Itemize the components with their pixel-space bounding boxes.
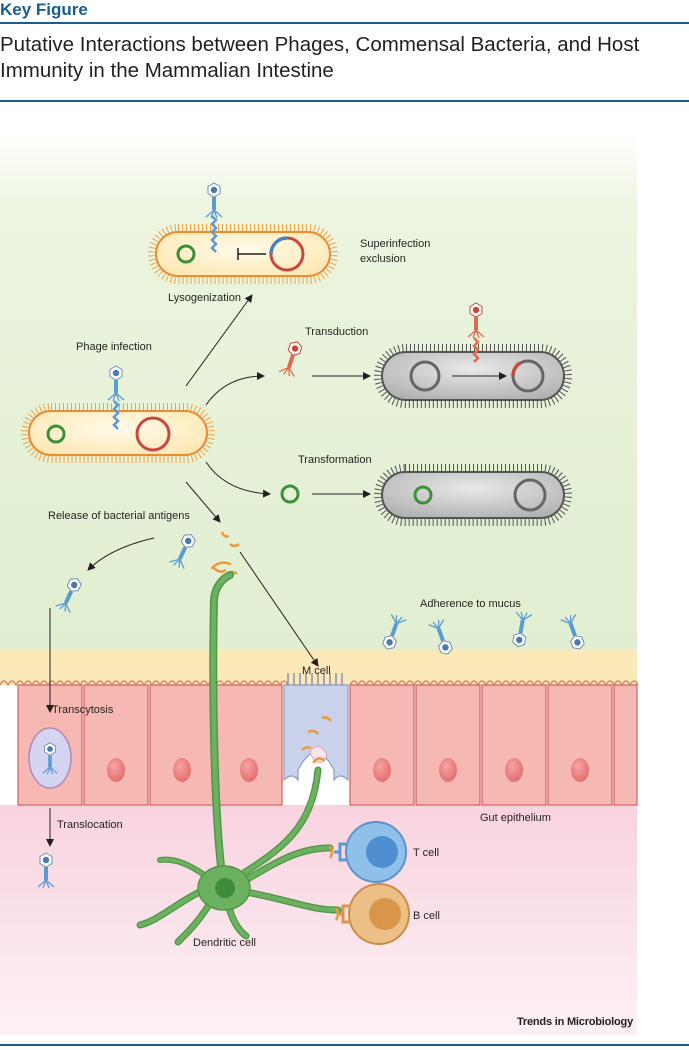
label-superinfection: Superinfection <box>360 238 430 250</box>
intestinal-lumen <box>0 130 637 675</box>
process-arrows <box>46 294 371 847</box>
header-rule-bottom <box>0 100 689 102</box>
free-dna-plasmid <box>280 484 300 504</box>
transcytosis-vesicle <box>28 727 72 789</box>
lamina-propria <box>0 805 637 1035</box>
header-rule-top <box>0 22 689 24</box>
m-cell <box>283 673 349 782</box>
label-translocation: Translocation <box>57 819 123 831</box>
transformed-bacterium <box>374 464 572 526</box>
label-m-cell: M cell <box>302 665 331 677</box>
label-release-antigens: Release of bacterial antigens <box>48 510 190 522</box>
label-transformation: Transformation <box>298 454 372 466</box>
figure-title: Putative Interactions between Phages, Co… <box>0 33 640 82</box>
b-cell <box>334 883 410 945</box>
label-exclusion: exclusion <box>360 253 406 265</box>
transduced-bacterium <box>374 302 572 408</box>
label-gut-epithelium: Gut epithelium <box>480 812 551 824</box>
label-adherence-mucus: Adherence to mucus <box>420 598 521 610</box>
dendritic-cell <box>136 561 342 946</box>
label-transduction: Transduction <box>305 326 368 338</box>
footer-rule <box>0 1044 689 1046</box>
label-dendritic-cell: Dendritic cell <box>193 937 256 949</box>
gut-epithelium <box>0 680 639 806</box>
key-figure-label: Key Figure <box>0 0 88 19</box>
lysogen-bacterium <box>148 182 338 284</box>
label-lysogenization: Lysogenization <box>168 292 241 304</box>
label-phage-infection: Phage infection <box>76 341 152 353</box>
t-cell <box>328 821 407 883</box>
label-transcytosis: Transcytosis <box>52 704 114 716</box>
phage-host-diagram: Superinfection exclusion Lysogenization … <box>0 130 639 1035</box>
label-t-cell: T cell <box>413 847 439 859</box>
journal-credit: Trends in Microbiology <box>517 1016 633 1028</box>
label-b-cell: B cell <box>413 910 440 922</box>
infected-bacterium <box>21 365 215 463</box>
